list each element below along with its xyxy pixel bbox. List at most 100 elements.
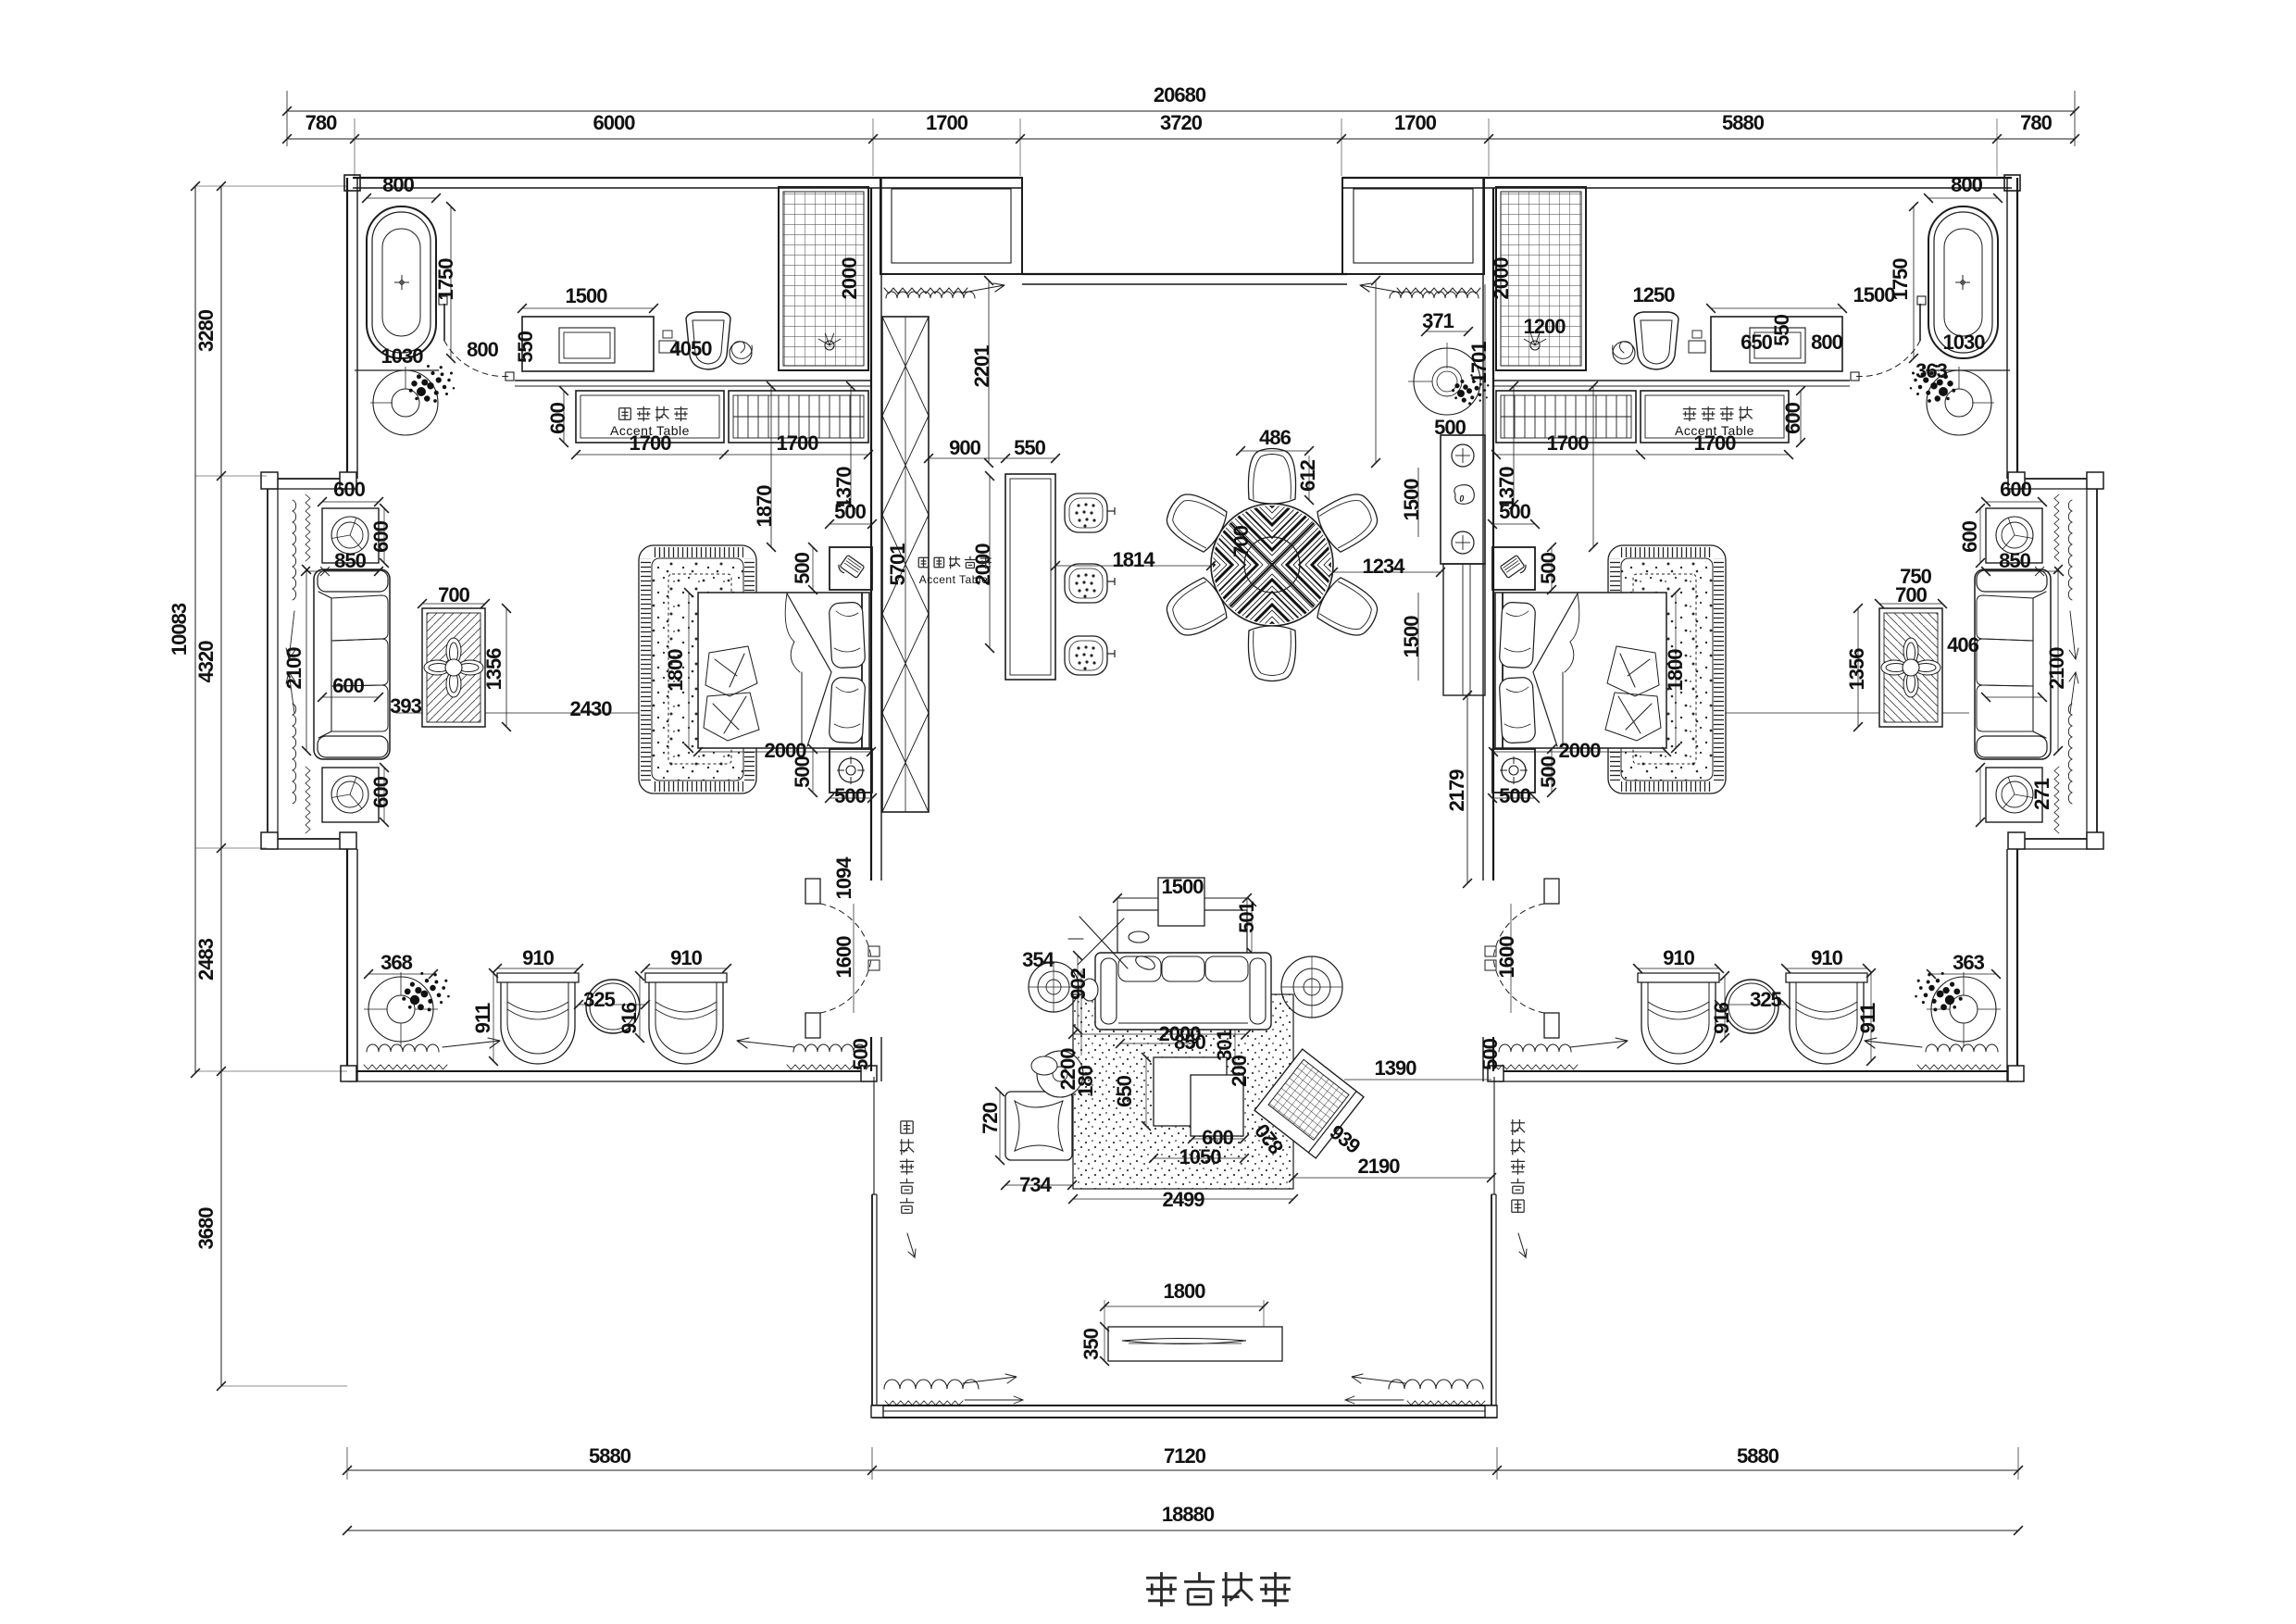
svg-text:1800: 1800: [1164, 1280, 1206, 1303]
svg-text:500: 500: [1537, 756, 1560, 787]
svg-text:1700: 1700: [1694, 431, 1737, 455]
svg-text:600: 600: [1781, 402, 1804, 433]
svg-text:2000: 2000: [1159, 1022, 1202, 1045]
svg-text:500: 500: [1499, 784, 1530, 807]
svg-text:2200: 2200: [1056, 1048, 1079, 1091]
svg-text:180: 180: [1074, 1065, 1097, 1096]
svg-text:350: 350: [1079, 1328, 1103, 1359]
svg-text:900: 900: [949, 436, 980, 459]
svg-text:1356: 1356: [482, 648, 505, 691]
svg-text:1700: 1700: [1394, 111, 1437, 134]
svg-text:734: 734: [1019, 1173, 1052, 1196]
svg-text:800: 800: [1811, 331, 1842, 354]
svg-text:910: 910: [1663, 946, 1694, 969]
svg-text:612: 612: [1296, 459, 1319, 491]
svg-text:500: 500: [1479, 1038, 1502, 1069]
svg-text:4050: 4050: [670, 337, 713, 360]
svg-text:18880: 18880: [1162, 1503, 1215, 1526]
svg-text:271: 271: [2030, 778, 2053, 809]
svg-text:550: 550: [1014, 436, 1045, 459]
svg-text:2179: 2179: [1445, 769, 1468, 812]
svg-text:902: 902: [1067, 968, 1090, 999]
svg-text:600: 600: [333, 478, 365, 501]
svg-text:550: 550: [1770, 314, 1793, 345]
svg-text:2000: 2000: [1559, 739, 1602, 762]
svg-text:2483: 2483: [194, 938, 218, 981]
svg-text:1370: 1370: [1495, 467, 1518, 509]
svg-text:1356: 1356: [1845, 648, 1868, 691]
svg-text:406: 406: [1947, 633, 1978, 656]
svg-text:1700: 1700: [926, 111, 968, 134]
svg-text:3280: 3280: [194, 309, 218, 352]
svg-text:600: 600: [2000, 478, 2031, 501]
svg-text:916: 916: [1710, 1002, 1733, 1033]
svg-text:7120: 7120: [1164, 1444, 1206, 1468]
svg-text:1500: 1500: [1400, 479, 1423, 521]
svg-text:2201: 2201: [970, 345, 993, 388]
svg-text:700: 700: [1229, 525, 1253, 556]
svg-text:500: 500: [1537, 552, 1560, 583]
svg-text:1094: 1094: [832, 856, 855, 900]
svg-text:1700: 1700: [630, 431, 672, 455]
svg-text:2190: 2190: [1358, 1155, 1401, 1178]
svg-text:600: 600: [1202, 1126, 1233, 1149]
svg-text:301: 301: [1213, 1029, 1236, 1060]
svg-text:650: 650: [1741, 331, 1772, 354]
svg-text:800: 800: [1951, 173, 1982, 196]
svg-text:325: 325: [1750, 988, 1781, 1011]
svg-text:500: 500: [791, 552, 814, 583]
svg-text:371: 371: [1422, 309, 1454, 332]
svg-text:750: 750: [1900, 565, 1931, 588]
svg-text:5880: 5880: [1737, 1444, 1779, 1468]
svg-text:200: 200: [1228, 1055, 1251, 1086]
svg-text:911: 911: [471, 1003, 494, 1033]
svg-text:1600: 1600: [832, 936, 855, 979]
svg-text:910: 910: [522, 946, 554, 969]
svg-text:600: 600: [369, 520, 393, 552]
svg-text:363: 363: [1915, 359, 1947, 382]
svg-text:780: 780: [306, 111, 337, 134]
svg-text:2100: 2100: [2045, 647, 2068, 690]
svg-text:1030: 1030: [1943, 331, 1986, 354]
svg-text:1234: 1234: [1363, 555, 1406, 578]
svg-text:3680: 3680: [194, 1207, 218, 1250]
svg-text:700: 700: [438, 583, 469, 606]
svg-text:916: 916: [618, 1002, 641, 1033]
svg-text:1500: 1500: [1853, 283, 1896, 306]
svg-text:Accent Table: Accent Table: [610, 423, 690, 438]
svg-text:720: 720: [979, 1102, 1002, 1133]
svg-text:650: 650: [1113, 1075, 1136, 1106]
svg-text:850: 850: [334, 549, 366, 572]
svg-text:5880: 5880: [589, 1444, 631, 1468]
svg-text:1750: 1750: [1889, 258, 1912, 301]
svg-text:1870: 1870: [753, 485, 776, 528]
svg-text:550: 550: [514, 331, 537, 362]
svg-text:600: 600: [369, 776, 393, 807]
svg-text:1500: 1500: [1400, 616, 1423, 658]
svg-text:500: 500: [834, 784, 866, 807]
svg-text:700: 700: [1895, 583, 1927, 606]
svg-text:1250: 1250: [1633, 283, 1676, 306]
svg-text:363: 363: [1953, 951, 1984, 974]
svg-text:6000: 6000: [593, 111, 636, 134]
svg-text:500: 500: [849, 1038, 872, 1069]
svg-text:1370: 1370: [832, 467, 855, 509]
svg-text:780: 780: [2020, 111, 2052, 134]
svg-text:4320: 4320: [194, 641, 218, 683]
svg-text:10083: 10083: [168, 603, 191, 656]
svg-text:325: 325: [583, 988, 615, 1011]
svg-text:1700: 1700: [1547, 431, 1590, 455]
svg-text:2000: 2000: [1490, 257, 1513, 300]
svg-text:2000: 2000: [765, 739, 807, 762]
svg-text:1200: 1200: [1524, 315, 1566, 338]
svg-text:2000: 2000: [838, 257, 861, 300]
svg-text:368: 368: [381, 951, 412, 974]
svg-text:500: 500: [834, 500, 866, 523]
svg-text:500: 500: [1434, 416, 1466, 439]
svg-text:1500: 1500: [566, 284, 608, 307]
svg-text:1701: 1701: [1467, 342, 1491, 384]
svg-text:Accent Table: Accent Table: [1675, 423, 1754, 438]
svg-text:486: 486: [1259, 426, 1291, 449]
svg-text:354: 354: [1022, 948, 1054, 971]
svg-text:600: 600: [546, 402, 569, 433]
